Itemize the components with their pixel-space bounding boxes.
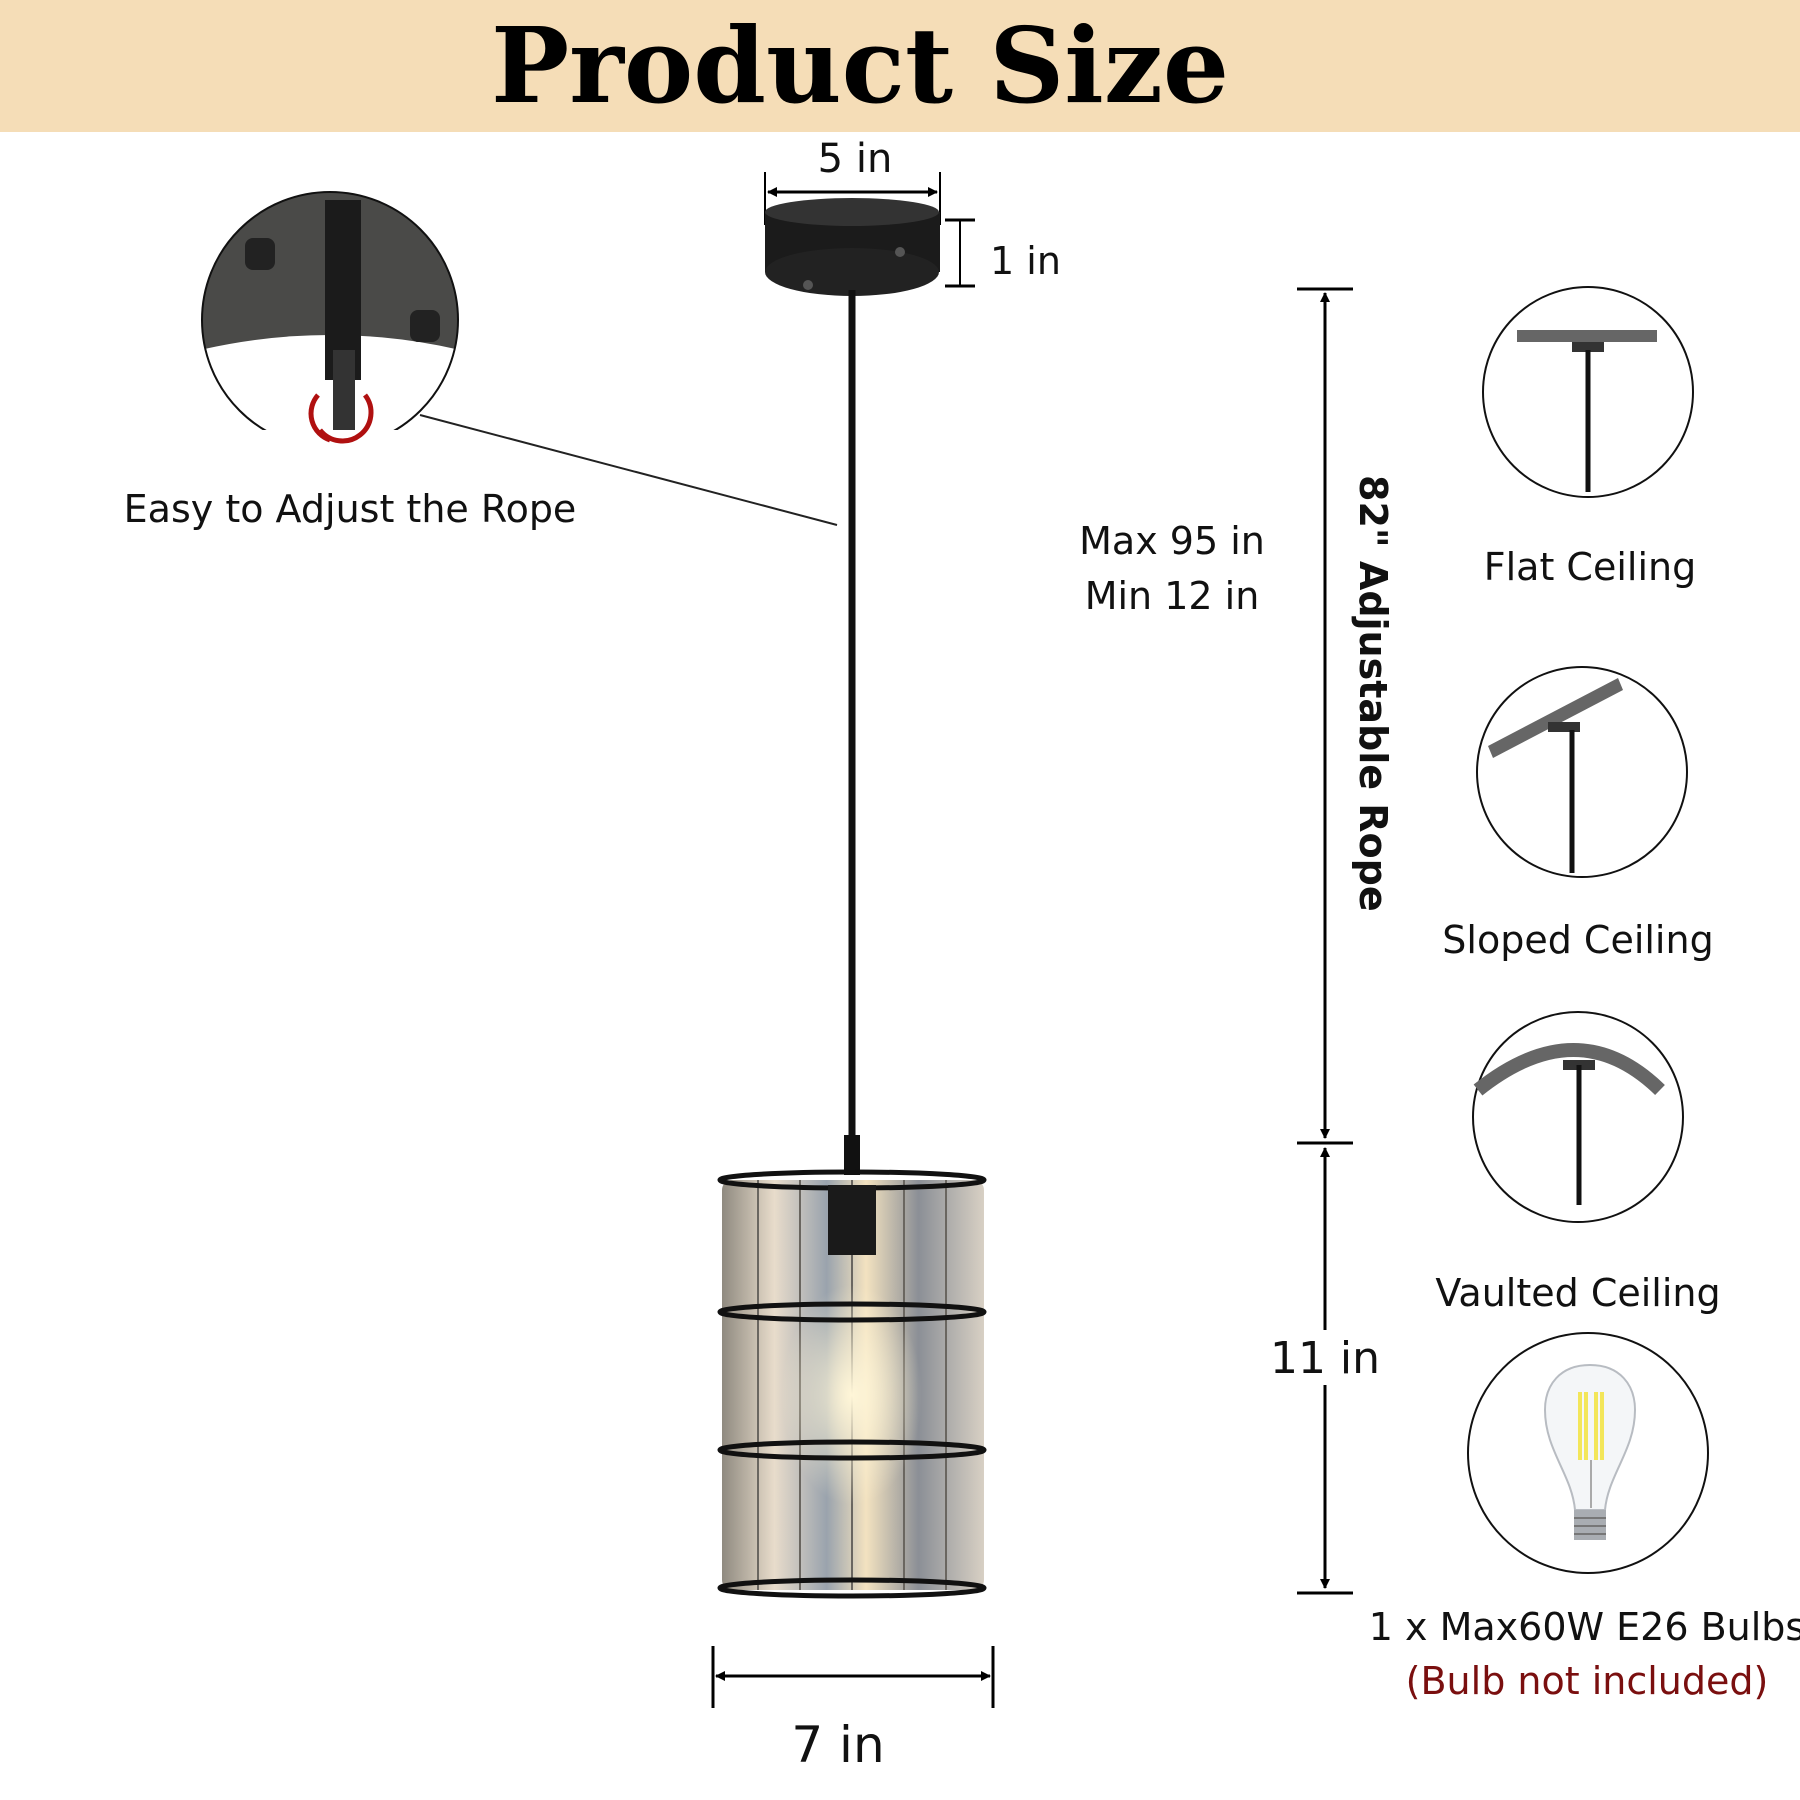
shade-width-label: 7 in <box>791 1716 884 1774</box>
crystal-shade <box>717 1169 987 1599</box>
callout-line <box>419 414 838 526</box>
shade-height-label: 11 in <box>1270 1333 1380 1384</box>
flat-ceiling-icon <box>1482 286 1694 498</box>
bulb-spec-label: 1 x Max60W E26 Bulbs <box>1369 1605 1800 1649</box>
canopy-height-label: 1 in <box>990 239 1061 283</box>
rope-max-label: Max 95 in <box>1079 519 1265 563</box>
bulb-icon <box>1467 1332 1709 1574</box>
canopy <box>765 198 940 296</box>
rope-adjust-inset <box>201 191 459 470</box>
vaulted-ceiling-label: Vaulted Ceiling <box>1435 1271 1720 1315</box>
page-title: Product Size <box>491 4 1229 127</box>
sloped-ceiling-label: Sloped Ceiling <box>1442 918 1713 962</box>
rope-min-label: Min 12 in <box>1085 574 1260 618</box>
rotate-arrow-icon <box>308 393 374 444</box>
header-band <box>0 0 1800 132</box>
sloped-ceiling-icon <box>1476 666 1688 878</box>
flat-ceiling-label: Flat Ceiling <box>1484 545 1696 589</box>
adjustable-rope-label: 82" Adjustable Rope <box>1351 475 1395 912</box>
canopy-width-label: 5 in <box>818 136 893 182</box>
bulb-note-label: (Bulb not included) <box>1406 1659 1769 1703</box>
inset-caption: Easy to Adjust the Rope <box>124 487 577 531</box>
vaulted-ceiling-icon <box>1472 1011 1684 1223</box>
